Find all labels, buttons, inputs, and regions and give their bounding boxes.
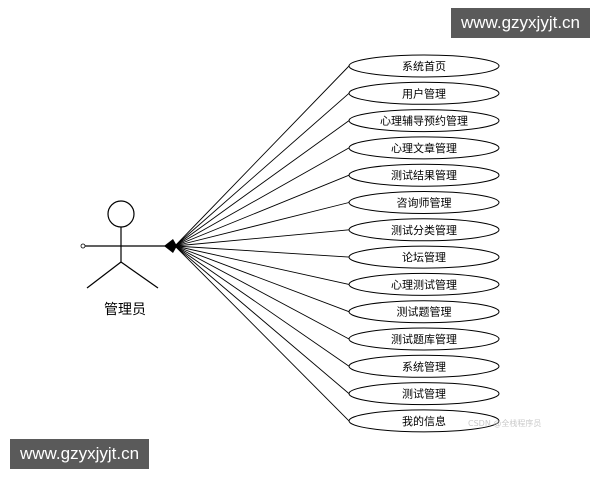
watermark-top: www.gzyxjyjt.cn xyxy=(450,8,590,38)
use-case: 咨询师管理 xyxy=(348,191,500,214)
association-line xyxy=(174,174,350,247)
use-case: 论坛管理 xyxy=(348,245,500,269)
actor-arm-end-dot xyxy=(80,243,86,249)
actor-head xyxy=(107,200,135,228)
use-case-ellipse xyxy=(348,136,500,160)
use-case: 心理文章管理 xyxy=(348,136,500,160)
use-case-label: 心理测试管理 xyxy=(391,277,457,291)
use-case-ellipse xyxy=(348,191,500,214)
use-case: 系统管理 xyxy=(348,354,500,378)
association-line xyxy=(174,229,350,247)
association-line xyxy=(174,202,350,247)
association-line xyxy=(174,120,350,247)
use-case-ellipse xyxy=(348,272,500,296)
actor-figure: 管理员 xyxy=(80,200,167,318)
association-line xyxy=(174,245,350,258)
association-line xyxy=(174,147,350,247)
use-case-ellipse xyxy=(348,81,500,105)
use-case-label: 心理辅导预约管理 xyxy=(380,114,468,128)
use-case: 测试结果管理 xyxy=(348,163,500,187)
use-case-label: 测试题库管理 xyxy=(391,332,457,346)
use-case: 系统首页 xyxy=(348,54,500,78)
use-case: 测试题管理 xyxy=(348,300,500,324)
use-case-label: 系统管理 xyxy=(402,359,446,373)
association-line xyxy=(174,245,350,340)
use-case-ellipse xyxy=(348,218,500,242)
use-case-label: 测试管理 xyxy=(402,387,446,401)
source-mark: CSDN @全栈程序员 xyxy=(468,419,542,428)
use-case: 心理辅导预约管理 xyxy=(348,109,500,133)
use-case-ellipse xyxy=(348,354,500,378)
association-line xyxy=(174,65,350,247)
use-case: 测试分类管理 xyxy=(348,218,500,242)
use-case-ellipse xyxy=(348,327,500,351)
use-case-label: 用户管理 xyxy=(402,86,446,100)
use-case-label: 论坛管理 xyxy=(402,250,446,264)
use-case-ellipse xyxy=(348,409,500,433)
watermark-bottom: www.gzyxjyjt.cn xyxy=(10,439,150,469)
association-line xyxy=(174,245,350,285)
use-case: 测试题库管理 xyxy=(348,327,500,351)
use-case: 测试管理 xyxy=(348,382,500,406)
use-case-label: 测试分类管理 xyxy=(391,223,457,237)
use-case-label: 我的信息 xyxy=(402,414,446,428)
use-case-ellipse xyxy=(348,54,500,78)
use-case-label: 心理文章管理 xyxy=(391,141,457,155)
use-case-ellipse xyxy=(348,382,500,406)
association-lines xyxy=(174,65,350,422)
use-case-ellipse xyxy=(348,300,500,324)
use-case-ellipse xyxy=(348,163,500,187)
hub-arrowhead xyxy=(164,239,177,253)
use-case-ellipse xyxy=(348,109,500,133)
association-line xyxy=(174,92,350,247)
use-case-label: 咨询师管理 xyxy=(397,196,452,210)
actor-left-leg xyxy=(86,261,122,289)
association-line xyxy=(174,245,350,394)
association-line xyxy=(174,245,350,313)
use-case-label: 测试结果管理 xyxy=(391,168,457,182)
association-line xyxy=(174,245,350,422)
use-case: 心理测试管理 xyxy=(348,272,500,296)
use-case-ellipse xyxy=(348,245,500,269)
use-case: 用户管理 xyxy=(348,81,500,105)
association-line xyxy=(174,245,350,367)
use-case: 我的信息 xyxy=(348,409,500,433)
use-case-label: 系统首页 xyxy=(402,59,446,73)
use-case-label: 测试题管理 xyxy=(397,305,452,319)
actor-right-leg xyxy=(120,261,159,289)
actor-label: 管理员 xyxy=(104,302,146,318)
use-case-list: 系统首页用户管理心理辅导预约管理心理文章管理测试结果管理咨询师管理测试分类管理论… xyxy=(348,54,500,433)
